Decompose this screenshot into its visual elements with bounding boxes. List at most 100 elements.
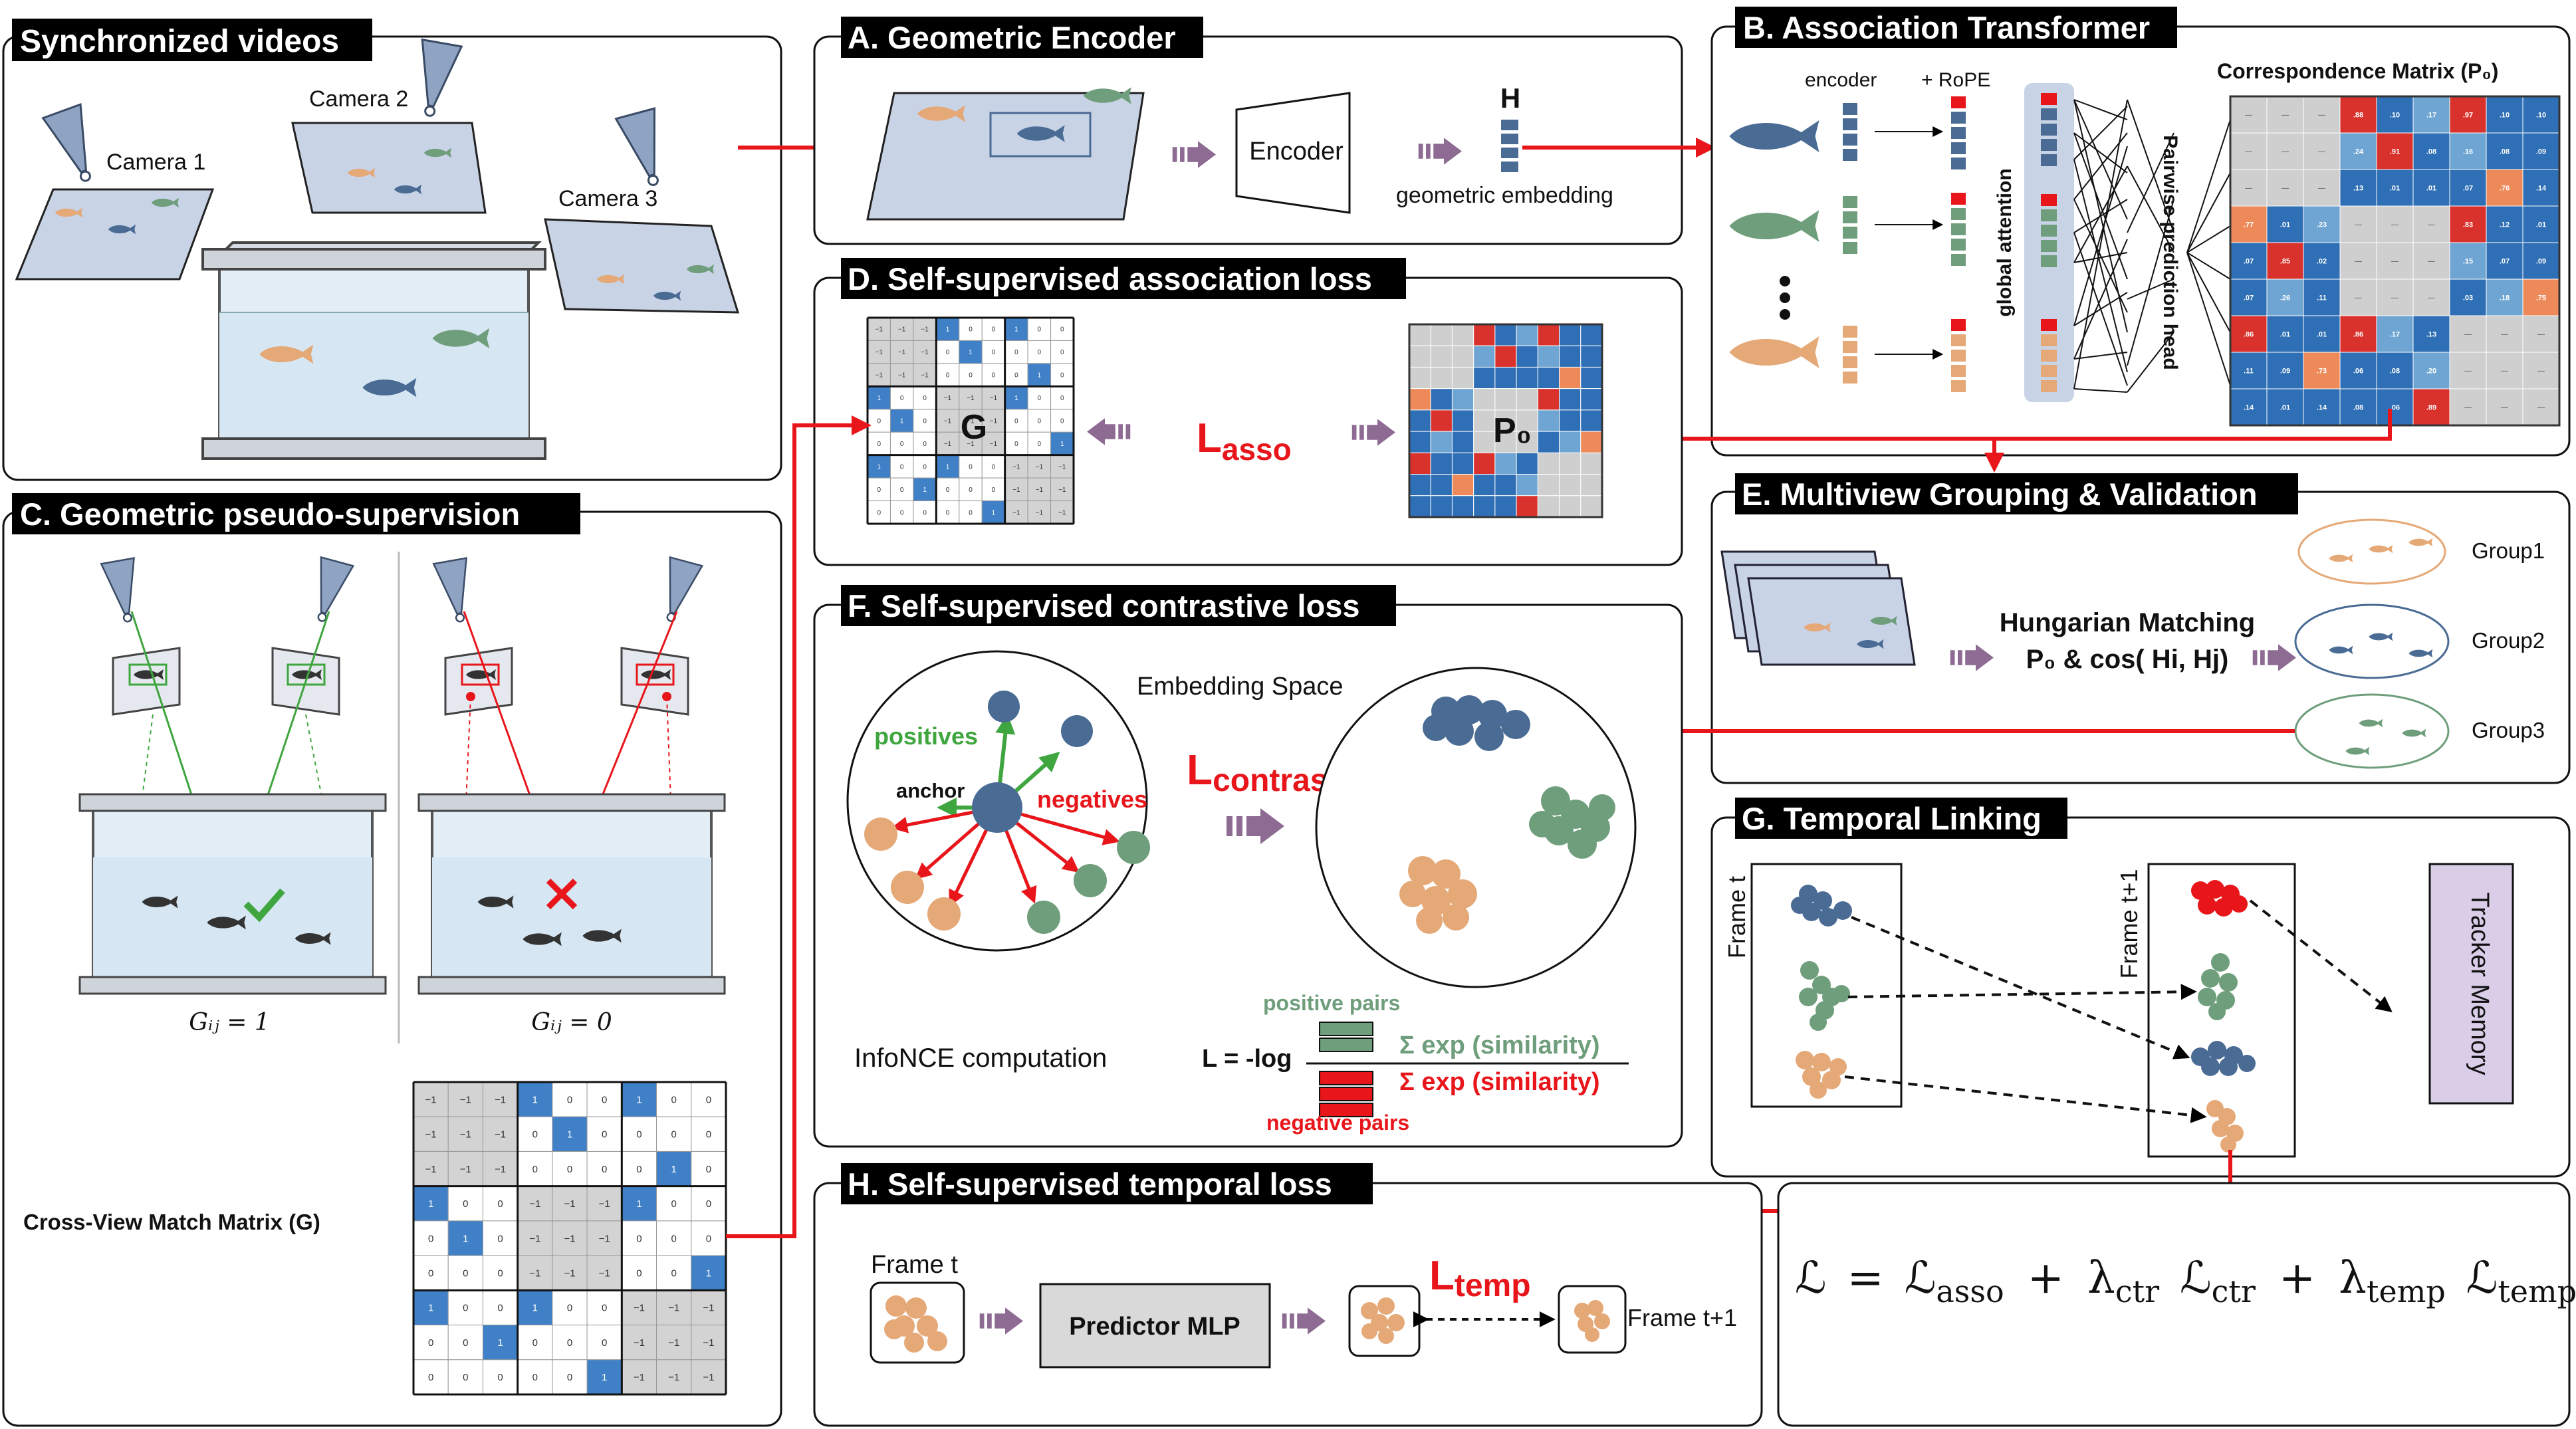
- corr-value: —: [2282, 184, 2289, 192]
- g-value: 1: [636, 1198, 642, 1210]
- loss-asso: Lasso: [1197, 415, 1292, 467]
- corr-value: —: [2428, 257, 2435, 265]
- g-value: 0: [671, 1233, 676, 1244]
- corr-cell: [2486, 132, 2523, 170]
- embedding-label: geometric embedding: [1396, 183, 1613, 208]
- corr-value: .14: [2317, 403, 2327, 411]
- g-value: 0: [671, 1094, 676, 1105]
- corr-value: .01: [2280, 221, 2290, 229]
- g-value: −1: [1036, 487, 1044, 494]
- g-cell: [959, 340, 983, 364]
- g-value: −1: [703, 1337, 714, 1349]
- g-value: 0: [992, 463, 996, 471]
- g-cell: [1004, 317, 1028, 341]
- g-value: −1: [599, 1267, 610, 1279]
- corr-border: [1408, 323, 1603, 518]
- frame-t1-label: Frame t+1: [2115, 869, 2143, 978]
- panel-association-loss: D. Self-supervised association loss −1−1…: [813, 258, 1683, 566]
- corr-cell: [1559, 366, 1581, 389]
- corr-value: .06: [2390, 403, 2400, 411]
- corr-cell: [1473, 324, 1496, 346]
- g-value: 0: [532, 1164, 538, 1175]
- panel-title-contrastive: F. Self-supervised contrastive loss: [848, 588, 1360, 623]
- g-value: −1: [990, 395, 998, 402]
- g-value: 0: [900, 487, 904, 494]
- corr-cell: [1494, 366, 1517, 389]
- g-value: 1: [992, 509, 996, 516]
- g-cell: [517, 1151, 553, 1187]
- positives-label: positives: [874, 722, 978, 750]
- corr-cell: [1473, 388, 1496, 411]
- corr-value: .11: [2317, 294, 2327, 302]
- corr-cell: [1494, 452, 1517, 475]
- g-cell: [656, 1186, 692, 1222]
- scene-match: Gᵢⱼ = 1: [78, 556, 387, 1036]
- g-value: −1: [599, 1233, 610, 1244]
- panel-temporal-linking: G. Temporal Linking Frame t Frame t+1 Tr…: [1710, 798, 2571, 1178]
- g-value: 0: [992, 326, 996, 334]
- g-value: −1: [921, 372, 929, 380]
- g-value: 1: [428, 1198, 433, 1210]
- corr-value: .17: [2426, 111, 2436, 119]
- g-value: 0: [992, 349, 996, 356]
- corr-value: —: [2245, 148, 2252, 156]
- g-value: −1: [495, 1164, 506, 1175]
- corr-value: —: [2355, 221, 2362, 229]
- arrow-g-matrix-to-loss: [726, 415, 872, 1238]
- g-value: −1: [460, 1129, 471, 1141]
- loss-contras: Lcontras: [1187, 746, 1328, 798]
- g-cell: [1050, 317, 1074, 341]
- g-cell: [935, 500, 960, 524]
- corr-cell: [1494, 409, 1517, 432]
- corr-cell: [2412, 315, 2450, 353]
- panel-pseudo-supervision: C. Geometric pseudo-supervision Gᵢⱼ = 1: [2, 493, 782, 1427]
- corr-cell: [2303, 352, 2341, 389]
- fish-tank: [201, 241, 546, 460]
- g-value: 0: [428, 1337, 433, 1349]
- g-cell: [935, 455, 960, 479]
- corr-value: .07: [2463, 184, 2473, 192]
- g-cell: [1004, 363, 1028, 387]
- group-2-ellipse: [2294, 604, 2450, 679]
- corr-value: —: [2501, 330, 2508, 338]
- g-cell: [889, 340, 914, 364]
- g-value: 1: [428, 1303, 433, 1314]
- g-cell: [959, 455, 983, 479]
- corr-value: .09: [2280, 367, 2290, 375]
- corr-value: .09: [2536, 257, 2546, 265]
- panel-total-loss: ℒ = ℒasso + λctr ℒctr + λtemp ℒtemp: [1777, 1182, 2576, 1427]
- g-cell: [1050, 477, 1074, 502]
- g-value: 0: [923, 463, 927, 471]
- g-value: −1: [425, 1164, 437, 1175]
- g-value: 0: [969, 463, 973, 471]
- corr-value: .86: [2353, 330, 2363, 338]
- corr-cell: [1430, 366, 1453, 389]
- g-value: 0: [1038, 395, 1042, 402]
- corr-cell: [2449, 132, 2487, 170]
- corr-cell: [1473, 452, 1496, 475]
- g-value: −1: [921, 349, 929, 356]
- corr-value: —: [2391, 257, 2399, 265]
- g-value: −1: [898, 349, 906, 356]
- g-value: −1: [529, 1233, 540, 1244]
- g-cell: [482, 1255, 519, 1291]
- g-cell: [691, 1359, 727, 1395]
- g-value: 0: [532, 1337, 538, 1349]
- g-value: 0: [706, 1164, 711, 1175]
- corr-cell: [1537, 388, 1560, 411]
- g-value: 0: [992, 372, 996, 380]
- g-value: 0: [567, 1372, 572, 1383]
- corr-cell: [2522, 132, 2560, 170]
- g-value: 0: [900, 463, 904, 471]
- corr-cell: [2266, 205, 2304, 243]
- g-value: 1: [923, 487, 927, 494]
- corr-cell: [1516, 324, 1538, 346]
- corr-value: .01: [2536, 221, 2546, 229]
- g-cell: [1050, 500, 1074, 524]
- corr-cell: [1409, 345, 1431, 368]
- g-equals-zero: Gᵢⱼ = 0: [531, 1009, 612, 1036]
- corr-value: —: [2428, 294, 2435, 302]
- cluster-green: [1529, 786, 1615, 859]
- positive-pairs-icon: [1319, 1022, 1373, 1052]
- corr-value: .16: [2463, 148, 2473, 156]
